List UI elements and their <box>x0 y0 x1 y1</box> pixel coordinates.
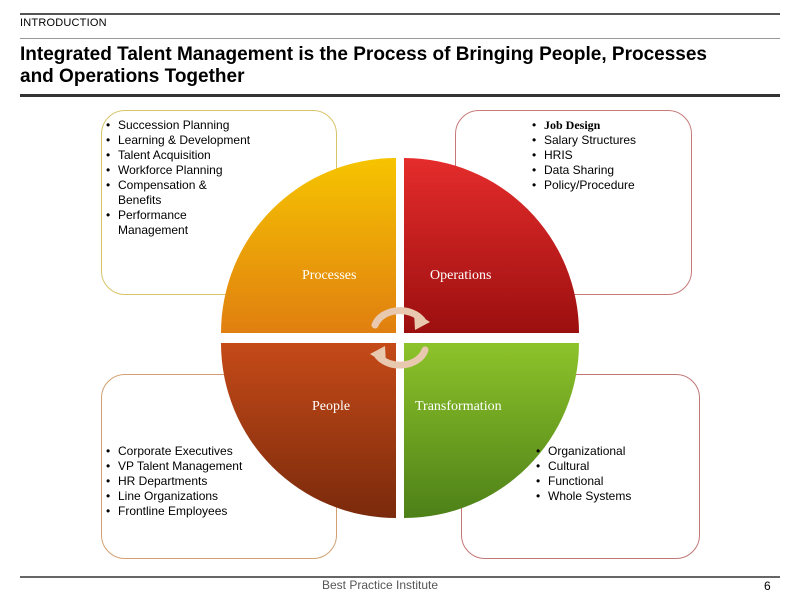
list-item: Line Organizations <box>106 489 306 504</box>
title-underline <box>20 94 780 97</box>
processes-label: Processes <box>302 268 356 283</box>
list-item: Workforce Planning <box>106 163 306 178</box>
list-item: Performance Management <box>106 208 213 238</box>
cycle-arrowhead-upper <box>414 312 430 330</box>
list-item: Succession Planning <box>106 118 306 133</box>
list-item: Frontline Employees <box>106 504 306 519</box>
list-item: Functional <box>536 474 686 489</box>
list-item: Data Sharing <box>532 163 682 178</box>
list-item: VP Talent Management <box>106 459 306 474</box>
list-item: Corporate Executives <box>106 444 306 459</box>
page-number: 6 <box>764 579 771 593</box>
slide-title-line-2: and Operations Together <box>20 66 245 87</box>
cycle-arrows-icon <box>370 307 430 369</box>
list-item: Policy/Procedure <box>532 178 682 193</box>
people-list: Corporate Executives VP Talent Managemen… <box>106 444 306 519</box>
processes-list: Succession Planning Learning & Developme… <box>106 118 306 238</box>
cycle-arrowhead-lower <box>370 346 386 364</box>
list-item: Talent Acquisition <box>106 148 306 163</box>
list-item: Organizational <box>536 444 686 459</box>
operations-list: Job Design Salary Structures HRIS Data S… <box>532 118 682 193</box>
slide-title-line-1: Integrated Talent Management is the Proc… <box>20 44 707 65</box>
list-item: Whole Systems <box>536 489 686 504</box>
transformation-label: Transformation <box>415 399 502 414</box>
processes-quadrant <box>221 158 396 333</box>
list-item: Learning & Development <box>106 133 306 148</box>
transformation-list: Organizational Cultural Functional Whole… <box>536 444 686 504</box>
section-label: INTRODUCTION <box>20 17 107 29</box>
footer-source: Best Practice Institute <box>322 578 439 592</box>
list-item: HRIS <box>532 148 682 163</box>
header-divider <box>20 38 780 39</box>
footer-rule <box>20 576 780 578</box>
top-rule <box>20 13 780 15</box>
list-item: Compensation & Benefits <box>106 178 213 208</box>
transformation-quadrant <box>404 343 579 518</box>
slide-title: Integrated Talent Management is the Proc… <box>20 44 790 88</box>
list-item: Salary Structures <box>532 133 682 148</box>
list-item: Cultural <box>536 459 686 474</box>
operations-quadrant <box>404 158 579 333</box>
list-item: HR Departments <box>106 474 306 489</box>
operations-label: Operations <box>430 268 491 283</box>
list-item: Job Design <box>532 118 682 133</box>
people-quadrant <box>221 343 396 518</box>
people-label: People <box>312 399 350 414</box>
